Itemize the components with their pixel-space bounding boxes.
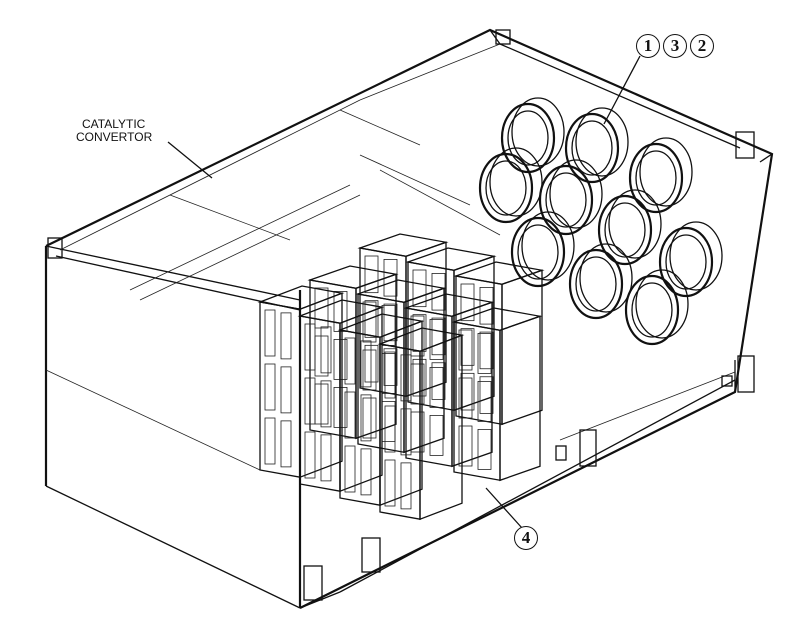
container-frame bbox=[44, 28, 774, 609]
module-mid-2 bbox=[355, 279, 447, 454]
cube-leader-line bbox=[485, 487, 523, 529]
module-front-4 bbox=[377, 327, 465, 521]
muffler-disc bbox=[597, 189, 662, 266]
muffler-leader-line bbox=[603, 55, 641, 125]
module-back-3 bbox=[453, 261, 545, 426]
muffler-disc bbox=[628, 137, 693, 214]
catalytic-convertor-label-line2: CONVERTOR bbox=[76, 130, 153, 144]
catalytic-leader-line bbox=[167, 141, 213, 179]
leader-lines bbox=[167, 55, 641, 529]
module-front-3 bbox=[337, 313, 425, 507]
module-back-2 bbox=[405, 247, 497, 412]
module-front-2 bbox=[297, 299, 385, 493]
callout-4: 4 bbox=[514, 526, 538, 550]
module-mid-4 bbox=[451, 307, 543, 482]
muffler-disc bbox=[510, 211, 575, 288]
module-mid-3 bbox=[403, 293, 495, 468]
muffler-disc bbox=[624, 269, 689, 346]
muffler-cluster bbox=[478, 97, 723, 346]
callout-2: 2 bbox=[690, 34, 714, 58]
callout-3: 3 bbox=[663, 34, 687, 58]
catalytic-convertor-label-line1: CATALYTIC bbox=[82, 117, 146, 131]
muffler-disc bbox=[478, 147, 543, 224]
callout-1: 1 bbox=[636, 34, 660, 58]
catalyst-module-stack bbox=[257, 233, 545, 521]
module-back-1 bbox=[357, 233, 449, 398]
muffler-disc bbox=[500, 97, 565, 174]
container-feet bbox=[47, 29, 755, 601]
module-mid-1 bbox=[307, 265, 399, 440]
muffler-disc bbox=[568, 243, 633, 320]
muffler-disc bbox=[538, 159, 603, 236]
muffler-disc bbox=[564, 107, 629, 184]
